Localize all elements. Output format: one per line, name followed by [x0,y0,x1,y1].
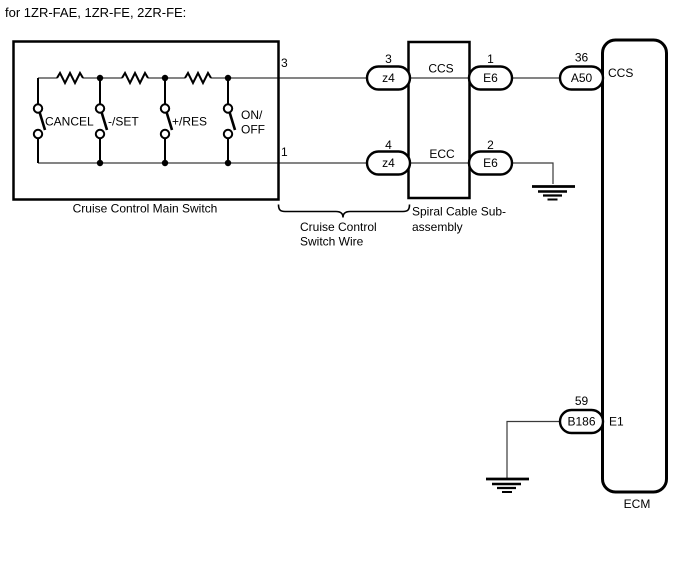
connector-a50-code: A50 [571,71,593,85]
main-switch-caption: Cruise Control Main Switch [73,202,218,216]
spiral-signal-ecc: ECC [429,147,455,161]
switch-onoff-label-line2: OFF [241,123,265,137]
junction-dot [96,74,104,82]
wire-b186-ground [506,420,561,478]
switch-res-label: +/RES [172,115,207,129]
switch-blades [38,111,237,131]
ecm-signal-e1: E1 [609,415,624,429]
junction-dot [161,159,169,167]
switch-terminals [32,103,234,140]
connector-z4-bottom-code: z4 [382,156,395,170]
switch-set-terminal-top [94,103,106,114]
switch-cancel-blade [38,111,47,131]
connector-z4-bottom-pin: 4 [385,138,392,152]
connector-a50-oval [558,65,605,91]
connector-ovals [365,65,605,435]
switch-wire-caption-line2: Switch Wire [300,235,364,249]
connector-e6-top-oval [467,65,514,91]
main-switch-pin-bottom: 1 [281,145,288,159]
switch-cancel-terminal-top [32,103,44,114]
resistor-3 [184,70,212,86]
connector-e6-top-code: E6 [483,71,498,85]
switch-set-blade [100,111,109,131]
connector-e6-bottom-code: E6 [483,156,498,170]
main-switch-pin-top: 3 [281,56,288,70]
switch-res-blade [165,111,174,131]
ground-symbol-ecm [486,477,529,493]
spiral-cable-caption-line2: assembly [412,220,463,234]
resistor-2 [121,70,149,86]
resistor-1 [56,70,84,86]
switch-onoff-terminal-bottom [222,128,234,140]
ecm-box [601,38,668,494]
switch-stems [37,78,229,163]
connector-b186-oval [558,408,605,435]
switch-cancel-terminal-bottom [32,128,44,140]
engine-variant-title: for 1ZR-FAE, 1ZR-FE, 2ZR-FE: [5,5,186,20]
connector-e6-bottom-pin: 2 [487,138,494,152]
connector-a50-pin: 36 [575,51,589,65]
switch-res-terminal-top [159,103,171,114]
wire-lines [38,77,602,478]
ecm-signal-ccs: CCS [608,66,633,80]
switch-cancel-label: CANCEL [45,115,94,129]
connector-e6-bottom-oval [467,150,514,176]
connector-z4-top-code: z4 [382,71,395,85]
connector-e6-top-pin: 1 [487,52,494,66]
main-switch-circuit [32,70,237,167]
spiral-signal-ccs: CCS [428,62,453,76]
ground-symbol-spiral [532,185,575,201]
switch-set-label: -/SET [108,115,139,129]
spiral-cable-caption-line1: Spiral Cable Sub- [412,205,506,219]
junction-dot [161,74,169,82]
connector-b186-code: B186 [567,415,595,429]
switch-onoff-label-line1: ON/ [241,108,263,122]
switch-wire-brace [277,204,411,218]
connector-z4-top-pin: 3 [385,52,392,66]
connector-z4-top-oval [365,65,412,91]
spiral-cable-box [407,40,471,200]
junction-dot [96,159,104,167]
switch-onoff-terminal-top [222,103,234,114]
ecm-caption: ECM [624,497,651,511]
junction-dot [224,74,232,82]
switch-set-terminal-bottom [94,128,106,140]
cruise-control-main-switch-box [12,40,280,201]
junction-dot [224,159,232,167]
junction-dots [96,74,232,167]
switch-onoff-blade [228,111,237,131]
wire-bottom [38,162,554,184]
switch-wire-caption-line1: Cruise Control [300,220,377,234]
connector-z4-bottom-oval [365,150,412,176]
switch-res-terminal-bottom [159,128,171,140]
connector-b186-pin: 59 [575,394,589,408]
